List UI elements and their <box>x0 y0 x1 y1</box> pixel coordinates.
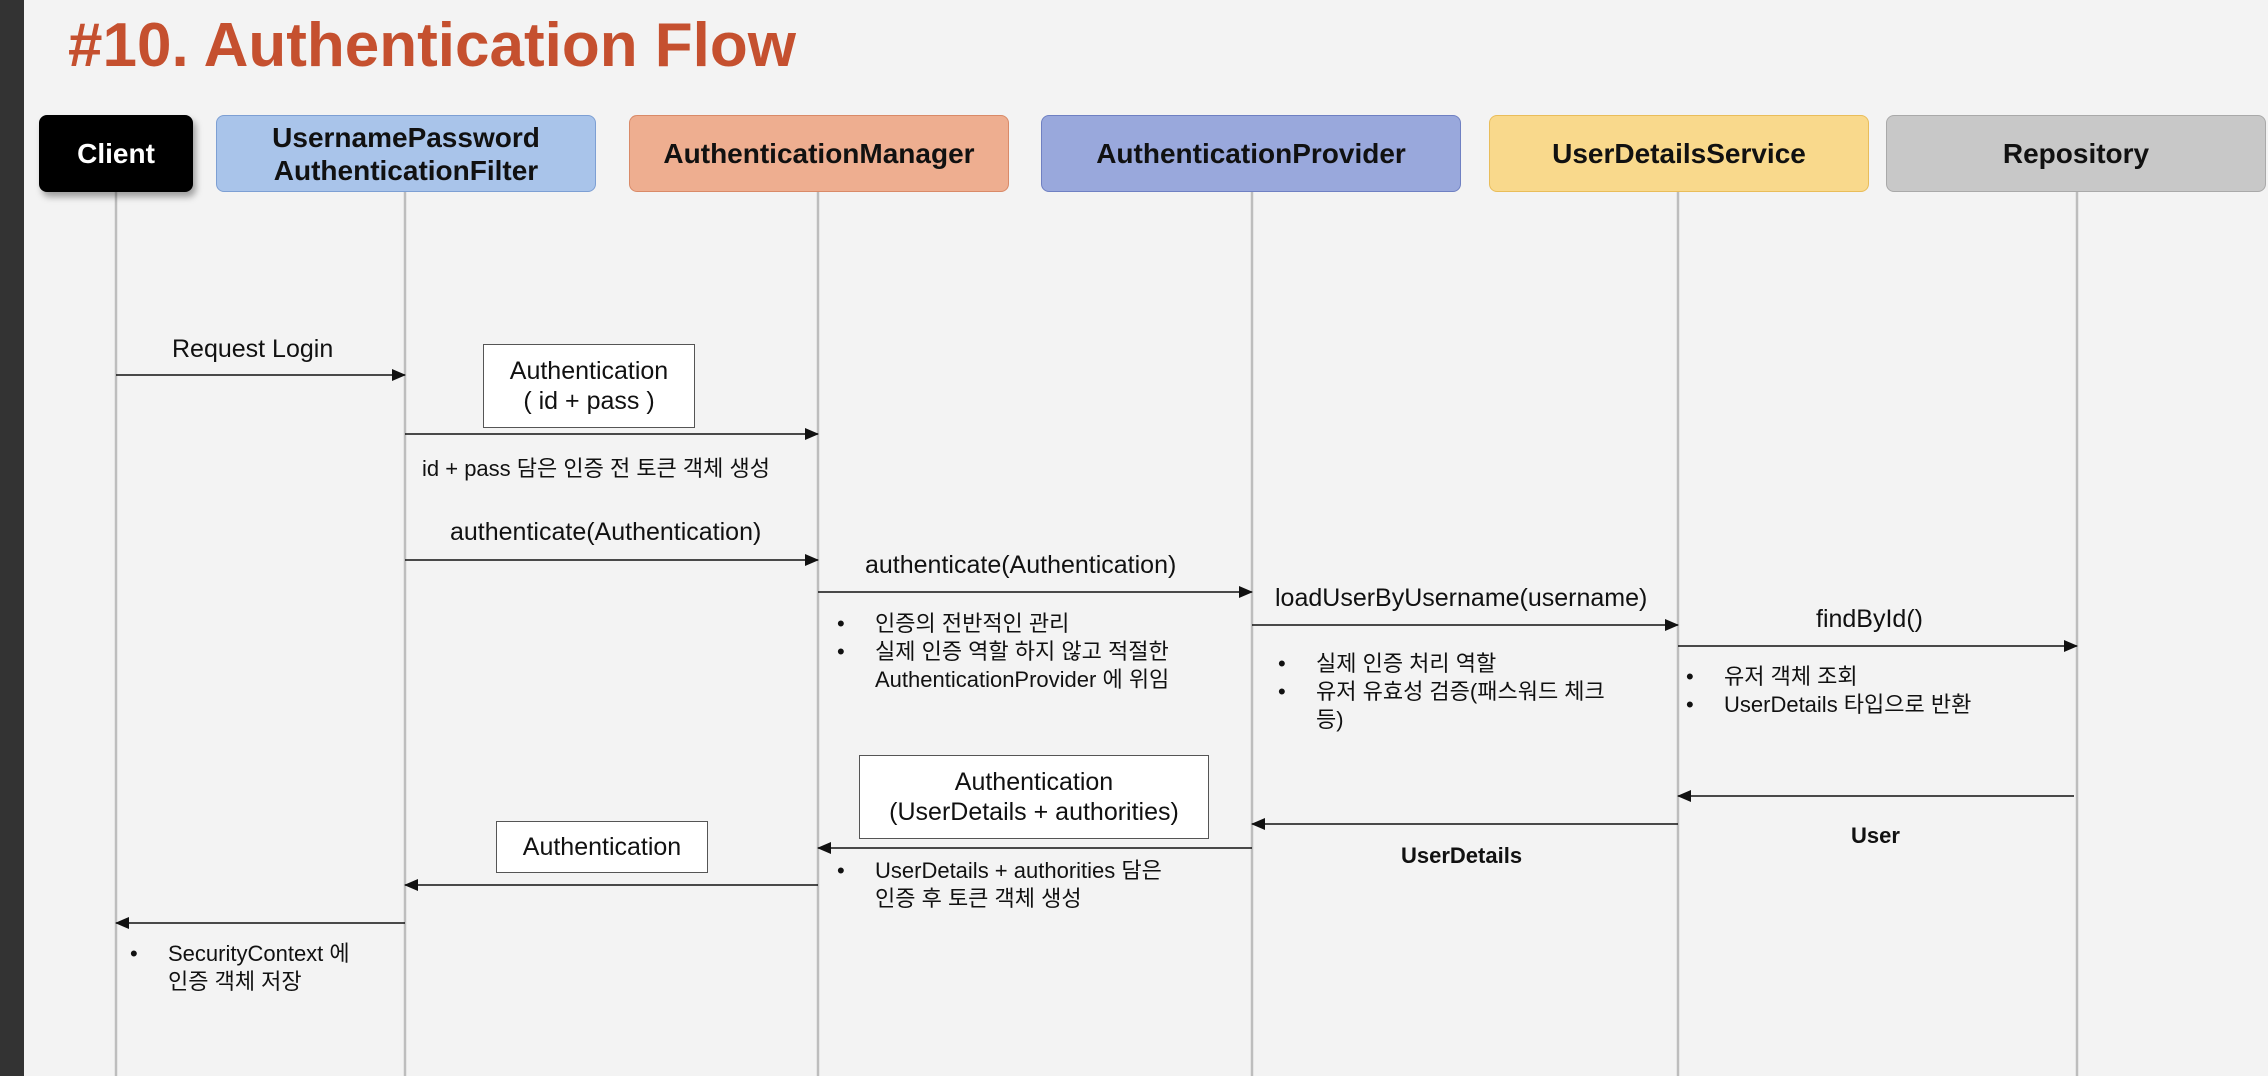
left-edge-bar <box>0 0 24 1076</box>
actor-userdetailsservice: UserDetailsService <box>1489 115 1869 192</box>
note-item: 유저 유효성 검증(패스워드 체크등) <box>1276 678 1676 734</box>
note-item: 인증의 전반적인 관리 <box>835 610 1235 638</box>
label-filter-authenticate: authenticate(Authentication) <box>450 518 762 546</box>
note-client: SecurityContext 에인증 객체 저장 <box>128 940 428 996</box>
page-title: #10. Authentication Flow <box>68 11 796 80</box>
token-box-before-auth: Authentication ( id + pass ) <box>483 344 695 428</box>
actor-manager: AuthenticationManager <box>629 115 1009 192</box>
actor-filter: UsernamePassword AuthenticationFilter <box>216 115 596 192</box>
label-request-login: Request Login <box>172 335 334 363</box>
actor-client: Client <box>39 115 193 192</box>
note-item: 유저 객체 조회 <box>1684 663 2084 691</box>
actor-provider: AuthenticationProvider <box>1041 115 1461 192</box>
result-box-line1: Authentication <box>954 768 1114 796</box>
label-userdetails-return: UserDetails <box>1401 843 1523 868</box>
token-box-line2: ( id + pass ) <box>523 387 655 415</box>
token-box-line1: Authentication <box>509 357 669 385</box>
note-userdetailsservice: 유저 객체 조회 UserDetails 타입으로 반환 <box>1684 663 2084 719</box>
result-box-line2: (UserDetails + authorities) <box>889 798 1179 826</box>
note-provider: 실제 인증 처리 역할 유저 유효성 검증(패스워드 체크등) <box>1276 650 1676 734</box>
label-find-by-id: findById() <box>1816 605 1923 633</box>
token-box-after-auth: Authentication (UserDetails + authoritie… <box>859 755 1209 839</box>
note-item: UserDetails 타입으로 반환 <box>1684 691 2084 719</box>
actor-filter-line2: AuthenticationFilter <box>273 154 539 186</box>
label-user-return: User <box>1851 823 1900 848</box>
note-item: 실제 인증 역할 하지 않고 적절한AuthenticationProvider… <box>835 638 1235 694</box>
note-item: SecurityContext 에인증 객체 저장 <box>128 940 428 996</box>
actor-repository: Repository <box>1886 115 2266 192</box>
label-manager-authenticate: authenticate(Authentication) <box>865 551 1177 579</box>
authentication-box: Authentication <box>496 821 708 873</box>
note-item: 실제 인증 처리 역할 <box>1276 650 1676 678</box>
note-manager: 인증의 전반적인 관리 실제 인증 역할 하지 않고 적절한Authentica… <box>835 610 1235 694</box>
label-load-user: loadUserByUsername(username) <box>1275 584 1648 612</box>
actor-filter-line1: UsernamePassword <box>272 121 540 153</box>
note-token-creation: id + pass 담은 인증 전 토큰 객체 생성 <box>422 456 770 481</box>
